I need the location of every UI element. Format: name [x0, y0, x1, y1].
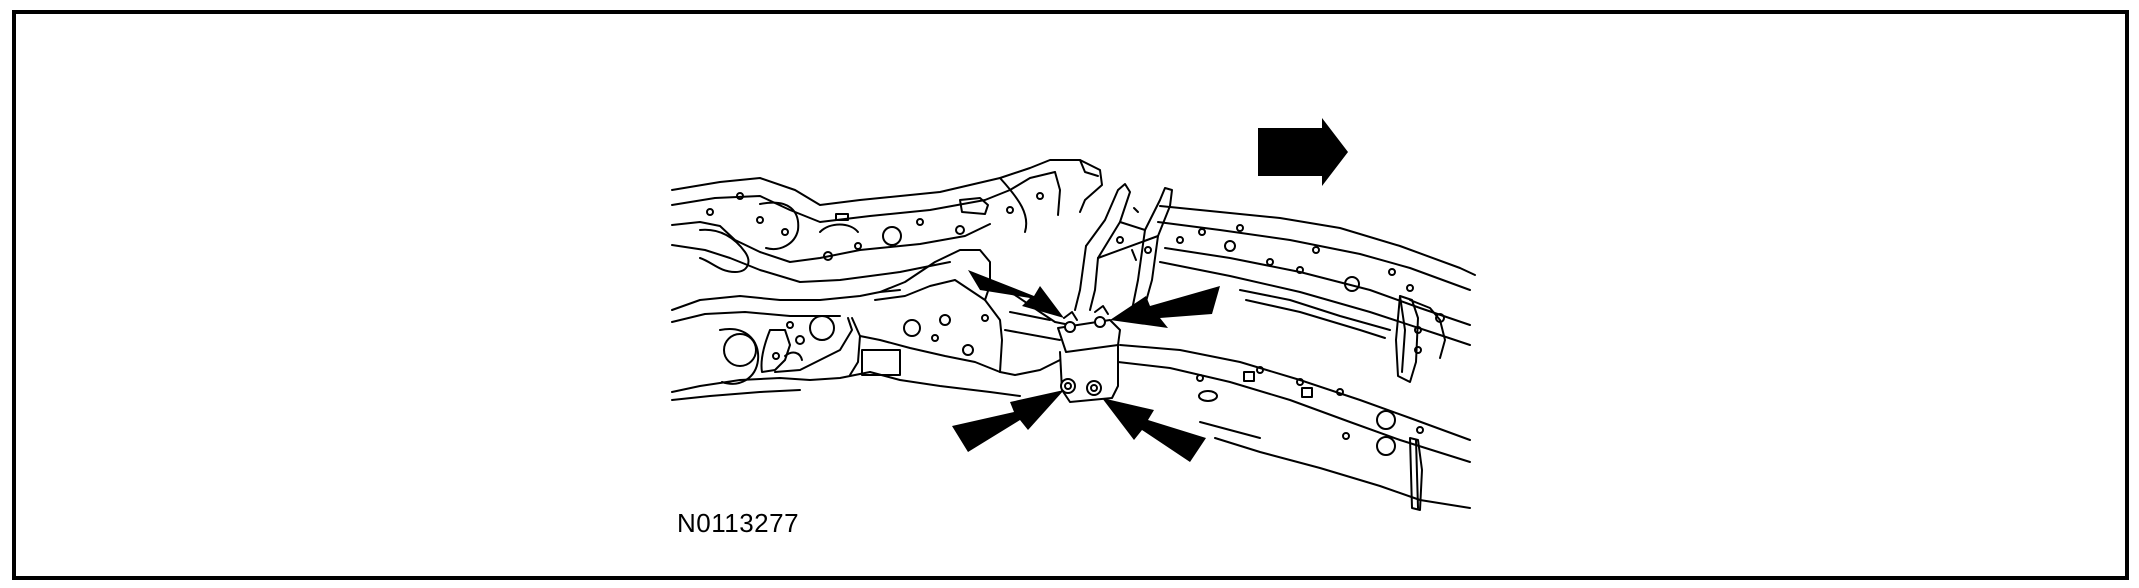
- right-end-brackets: [1395, 295, 1446, 511]
- bolt-flange: [1057, 305, 1121, 403]
- center-bracket: [859, 249, 1071, 397]
- right-arrow-icon: [1258, 118, 1348, 186]
- callout-arrow-icon: [968, 270, 1064, 318]
- callout-arrow-icon: [1102, 398, 1206, 462]
- figure-id-label: N0113277: [677, 508, 800, 538]
- callout-arrow-icon: [1110, 286, 1220, 328]
- diagram-frame: [12, 10, 2129, 580]
- callout-arrow-icon: [952, 390, 1064, 452]
- left-rail-assembly: [671, 159, 1103, 283]
- lower-left-rail: [671, 289, 901, 401]
- mount-posts: [1074, 183, 1173, 311]
